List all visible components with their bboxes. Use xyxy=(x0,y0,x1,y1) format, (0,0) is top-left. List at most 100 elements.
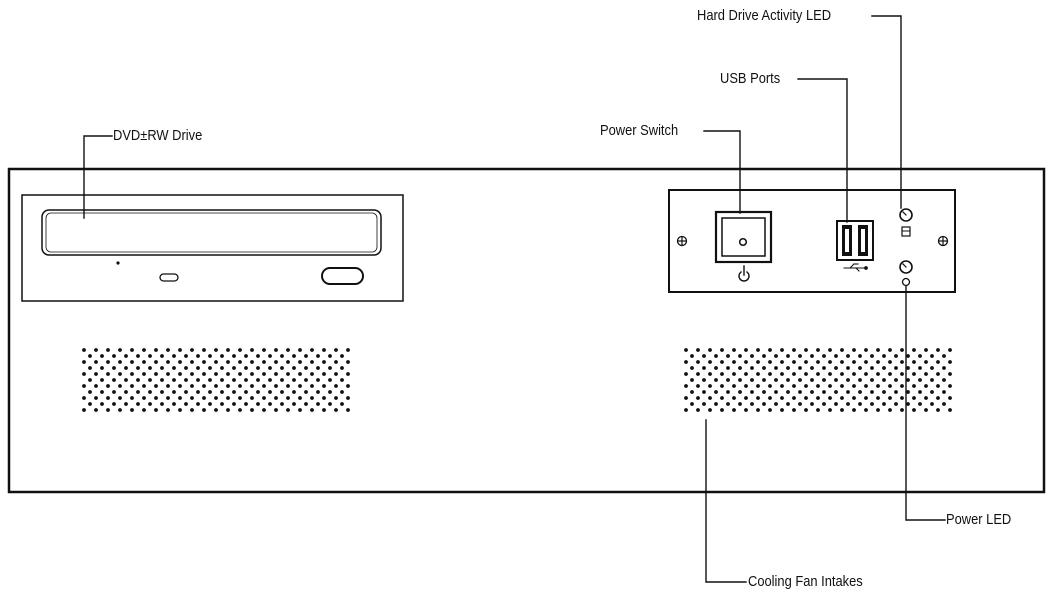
vent-hole xyxy=(220,390,224,394)
vent-hole xyxy=(334,372,338,376)
vent-hole xyxy=(82,396,86,400)
vent-hole xyxy=(720,408,724,412)
vent-hole xyxy=(822,402,826,406)
vent-hole xyxy=(172,366,176,370)
dvd-eject-button[interactable] xyxy=(321,267,364,285)
vent-hole xyxy=(864,396,868,400)
vent-hole xyxy=(202,360,206,364)
vent-hole xyxy=(184,366,188,370)
vent-hole xyxy=(738,366,742,370)
vent-hole xyxy=(702,390,706,394)
vent-hole xyxy=(142,408,146,412)
vent-hole xyxy=(244,402,248,406)
vent-hole xyxy=(334,360,338,364)
vent-hole xyxy=(780,348,784,352)
vent-hole xyxy=(786,378,790,382)
vent-hole xyxy=(346,408,350,412)
vent-hole xyxy=(226,408,230,412)
vent-hole xyxy=(732,408,736,412)
vent-hole xyxy=(124,366,128,370)
vent-hole xyxy=(208,354,212,358)
vent-hole xyxy=(202,372,206,376)
vent-hole xyxy=(870,402,874,406)
power-icon xyxy=(738,265,750,282)
vent-hole xyxy=(238,384,242,388)
vent-hole xyxy=(876,348,880,352)
vent-hole xyxy=(334,384,338,388)
vent-hole xyxy=(100,390,104,394)
vent-hole xyxy=(286,408,290,412)
vent-hole xyxy=(750,354,754,358)
vent-hole xyxy=(702,354,706,358)
vent-hole xyxy=(822,390,826,394)
usb-icon xyxy=(843,263,868,272)
vent-hole xyxy=(328,378,332,382)
vent-hole xyxy=(154,396,158,400)
vent-hole xyxy=(930,390,934,394)
vent-hole xyxy=(690,354,694,358)
vent-hole xyxy=(828,348,832,352)
vent-hole xyxy=(214,408,218,412)
vent-hole xyxy=(328,402,332,406)
vent-hole xyxy=(310,396,314,400)
vent-hole xyxy=(262,396,266,400)
vent-hole xyxy=(756,408,760,412)
vent-hole xyxy=(798,378,802,382)
vent-hole xyxy=(816,408,820,412)
vent-hole xyxy=(684,408,688,412)
vent-hole xyxy=(130,384,134,388)
vent-hole xyxy=(768,396,772,400)
vent-hole xyxy=(864,360,868,364)
vent-hole xyxy=(744,348,748,352)
vent-hole xyxy=(298,396,302,400)
vent-hole xyxy=(888,384,892,388)
vent-hole xyxy=(160,402,164,406)
vent-hole xyxy=(900,396,904,400)
vent-hole xyxy=(88,366,92,370)
vent-hole xyxy=(840,396,844,400)
vent-hole xyxy=(142,360,146,364)
vent-hole xyxy=(948,396,952,400)
vent-hole xyxy=(750,366,754,370)
vent-hole xyxy=(924,408,928,412)
vent-hole xyxy=(304,390,308,394)
vent-hole xyxy=(190,384,194,388)
vent-hole xyxy=(268,402,272,406)
vent-hole xyxy=(268,354,272,358)
vent-hole xyxy=(906,378,910,382)
vent-hole xyxy=(340,390,344,394)
vent-hole xyxy=(846,402,850,406)
vent-hole xyxy=(142,396,146,400)
vent-hole xyxy=(804,348,808,352)
vent-hole xyxy=(316,378,320,382)
vent-hole xyxy=(256,378,260,382)
vent-hole xyxy=(316,402,320,406)
power-switch[interactable] xyxy=(714,210,773,264)
vent-hole xyxy=(154,360,158,364)
vent-hole xyxy=(238,396,242,400)
vent-hole xyxy=(82,372,86,376)
vent-hole xyxy=(894,402,898,406)
vent-hole xyxy=(184,402,188,406)
vent-hole xyxy=(708,384,712,388)
chassis xyxy=(7,167,1046,494)
vent-hole xyxy=(244,378,248,382)
usb-ports[interactable] xyxy=(836,220,874,261)
vent-hole xyxy=(154,372,158,376)
vent-hole xyxy=(118,372,122,376)
vent-hole xyxy=(136,390,140,394)
vent-hole xyxy=(250,408,254,412)
vent-hole xyxy=(930,378,934,382)
vent-hole xyxy=(792,408,796,412)
vent-hole xyxy=(124,402,128,406)
vent-hole xyxy=(774,366,778,370)
vent-hole xyxy=(840,384,844,388)
vent-hole xyxy=(112,390,116,394)
vent-hole xyxy=(178,348,182,352)
vent-hole xyxy=(942,390,946,394)
vent-hole xyxy=(304,354,308,358)
vent-hole xyxy=(220,402,224,406)
vent-hole xyxy=(726,354,730,358)
vent-hole xyxy=(274,384,278,388)
vent-hole xyxy=(912,348,916,352)
